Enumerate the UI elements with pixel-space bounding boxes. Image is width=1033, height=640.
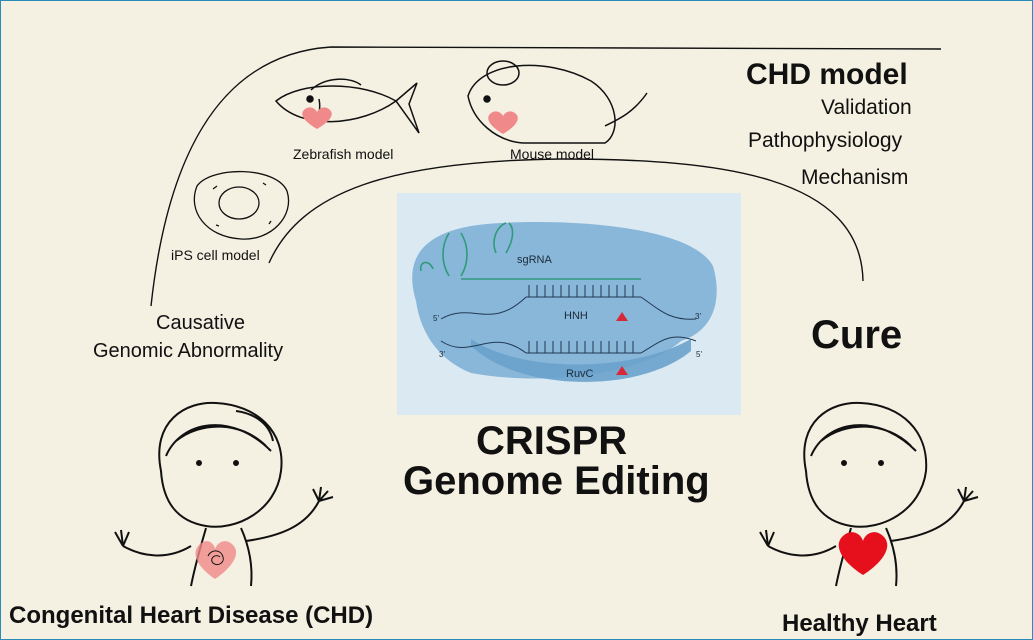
mouse-model-label: Mouse model [510, 146, 595, 162]
cas9-lower-lobe [471, 339, 691, 382]
cas9-protein [412, 222, 717, 379]
inset-3-bottom: 3' [439, 350, 445, 359]
chd-model-item-mechanism: Mechanism [801, 166, 909, 189]
zebrafish-drawing [274, 78, 420, 134]
causative-line-1: Causative [156, 312, 245, 334]
mouse-drawing [467, 60, 648, 144]
chd-model-title: CHD model [746, 58, 908, 91]
chd-heart-scribble-icon [207, 550, 224, 566]
ruvc-cut-marker [616, 366, 628, 375]
hnh-cut-marker [616, 312, 628, 321]
mouse-heart-icon [488, 111, 518, 134]
inset-ruvc-label: RuvC [566, 368, 594, 380]
chd-heart-icon [195, 541, 237, 579]
crispr-title-line-2: Genome Editing [403, 459, 710, 503]
inset-3-top: 3' [695, 312, 701, 321]
zebrafish-model-label: Zebrafish model [293, 146, 394, 162]
inset-5-top: 5' [433, 314, 439, 323]
healthy-heart-icon [838, 532, 888, 575]
inset-5-bottom: 5' [696, 350, 702, 359]
healthy-patient-label: Healthy Heart [782, 610, 937, 637]
zebrafish-heart-icon [302, 107, 332, 129]
inset-sgrna-label: sgRNA [517, 254, 553, 266]
ips-cell-drawing [193, 170, 290, 240]
ips-cell-model-label: iPS cell model [171, 247, 260, 263]
inner-arc [268, 158, 864, 282]
causative-line-2: Genomic Abnormality [93, 340, 284, 362]
crispr-title-line-1: CRISPR [476, 419, 628, 463]
inset-hnh-label: HNH [564, 310, 588, 322]
chd-model-item-validation: Validation [821, 96, 912, 119]
crispr-inset: sgRNA HNH RuvC 5' 3' 3' 5' [397, 193, 741, 415]
sgrna-strand [419, 222, 641, 280]
chd-patient-label: Congenital Heart Disease (CHD) [9, 602, 374, 629]
chd-patient-drawing [114, 401, 334, 587]
chd-model-item-pathophysiology: Pathophysiology [748, 129, 903, 152]
cure-label: Cure [811, 313, 903, 357]
outer-arc [150, 46, 942, 307]
